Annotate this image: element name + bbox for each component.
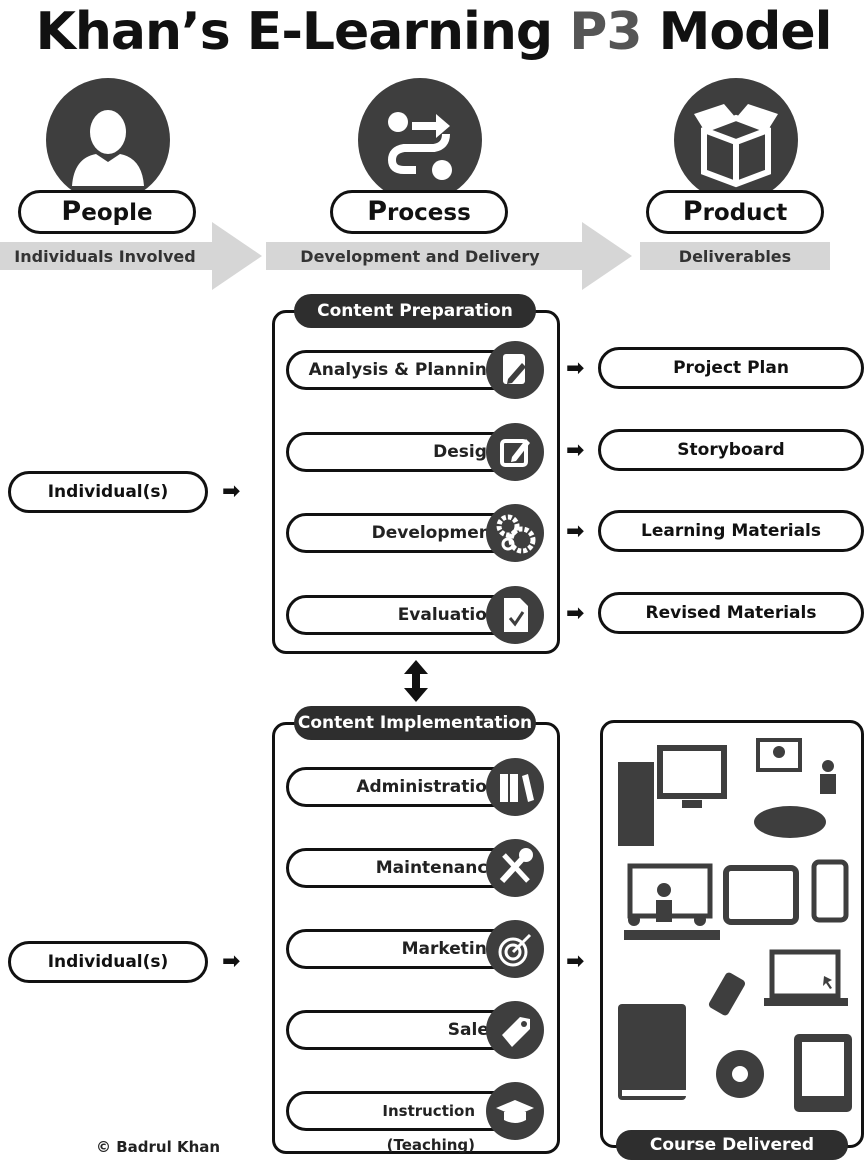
people-circle [46,78,170,202]
process-initial: P [367,196,388,227]
step-analysis-planning: Analysis & Planning [286,350,518,390]
usb-drive-icon [708,972,746,1016]
output-revised-materials: Revised Materials [598,592,864,634]
arrow-right-icon: ➡ [566,949,585,974]
person-icon [72,110,144,186]
tablet-icon [723,865,799,925]
graduation-cap-icon [486,1082,544,1140]
people-pill: People [18,190,196,234]
ereader-icon [794,1034,852,1112]
people-label: eople [81,200,153,226]
flow-band [0,222,830,290]
arrow-right-icon: ➡ [566,438,585,463]
output-storyboard: Storyboard [598,429,864,471]
flow-end-band [640,242,830,270]
credit: © Badrul Khan [96,1138,221,1156]
document-pencil-icon [486,341,544,399]
title-prefix: Khan’s E-Learning [35,2,570,62]
step-sales: Sales [286,1010,518,1050]
step-development: Development [286,513,518,553]
content-preparation-title: Content Preparation [294,294,536,328]
delivery-devices-illustration [618,738,852,1112]
product-subtitle: Deliverables [678,247,792,266]
cd-icon [716,1050,764,1098]
product-label: roduct [702,200,788,226]
edit-icon [486,423,544,481]
step-evaluation: Evaluation [286,595,518,635]
process-circle [358,78,482,202]
output-learning-materials: Learning Materials [598,510,864,552]
gears-icon [486,504,544,562]
arrow-right-icon: ➡ [566,356,585,381]
step-instruction: Instruction (Teaching) [286,1091,518,1154]
smartphone-icon [811,859,849,923]
title-highlight: P3 [569,2,642,62]
title-suffix: Model [641,2,833,62]
arrow-right-icon: ➡ [566,601,585,626]
flow-arrow-1 [0,222,262,290]
step-marketing: Marketing [286,929,518,969]
page-title: Khan’s E-Learning P3 Model [0,2,867,62]
course-delivered-title: Course Delivered [616,1130,848,1160]
flow-arrow-2 [266,222,632,290]
process-subtitle: Development and Delivery [300,247,540,266]
arrow-right-icon: ➡ [222,479,241,504]
box-icon [694,104,778,188]
tools-icon [486,839,544,897]
product-circle [674,78,798,202]
individuals-implementation: Individual(s) [8,941,208,983]
content-implementation-title: Content Implementation [294,706,536,740]
arrow-right-icon: ➡ [222,949,241,974]
arrow-right-icon: ➡ [566,519,585,544]
step-administration: Administration [286,767,518,807]
step-maintenance: Maintenance [286,848,518,888]
individuals-preparation: Individual(s) [8,471,208,513]
process-arrows-icon [387,112,452,180]
laptop-icon [764,949,848,1006]
target-icon [486,920,544,978]
price-tag-icon [486,1001,544,1059]
people-subtitle: Individuals Involved [14,247,196,266]
output-project-plan: Project Plan [598,347,864,389]
people-initial: P [61,196,82,227]
bidirectional-arrow-icon [404,660,428,702]
desktop-computer-icon [618,745,727,846]
step-design: Design [286,432,518,472]
checked-document-icon [486,586,544,644]
binders-icon [486,758,544,816]
process-pill: Process [330,190,508,234]
product-pill: Product [646,190,824,234]
book-icon [618,1004,686,1100]
product-initial: P [682,196,703,227]
classroom-icon [624,863,720,940]
process-label: rocess [387,200,471,226]
video-conference-icon [754,738,836,838]
